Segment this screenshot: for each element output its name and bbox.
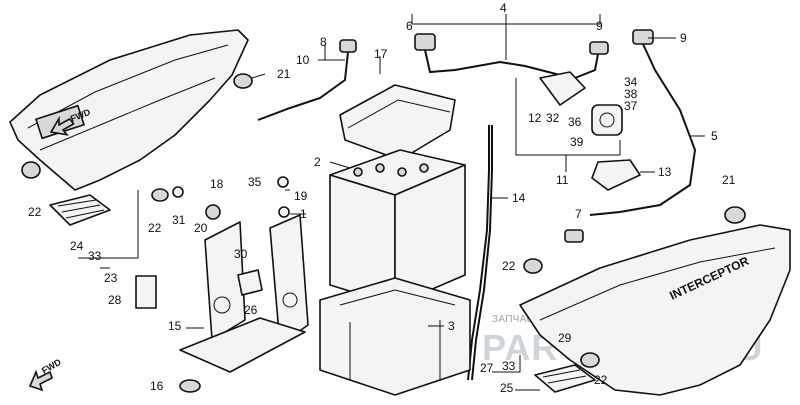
left-side-cover (9, 29, 249, 191)
fwd-label-bottom: FWD (40, 357, 63, 376)
callout-27: 27 (480, 361, 494, 375)
grommet-22-lower (580, 352, 600, 368)
nut-1 (278, 206, 290, 218)
leader-lines (78, 14, 705, 391)
callout-21-left: 21 (277, 67, 291, 81)
breather-tube (467, 125, 493, 381)
callout-22-mid: 22 (148, 221, 162, 235)
callout-32: 32 (546, 111, 560, 125)
starter-relay (539, 71, 641, 191)
callout-14: 14 (512, 191, 526, 205)
callout-17: 17 (374, 47, 388, 61)
callout-34: 34 (624, 75, 638, 89)
washer-18 (205, 204, 221, 220)
callout-4: 4 (500, 1, 507, 15)
callout-2: 2 (314, 155, 321, 169)
callout-3: 3 (448, 319, 455, 333)
negative-cable (257, 39, 357, 121)
grommet-21-left (233, 73, 253, 89)
pad-26 (237, 269, 263, 296)
grommet-22-left (21, 161, 41, 179)
callout-labels: 4 6 9 8 10 17 21 9 34 38 37 12 32 36 39 … (28, 1, 736, 395)
rubber-16 (179, 379, 201, 393)
callout-11: 11 (556, 173, 569, 187)
callout-38: 38 (624, 87, 638, 101)
battery-cover (339, 84, 456, 161)
grommet-22-mid (151, 188, 169, 202)
callout-36: 36 (568, 115, 582, 129)
callout-15: 15 (168, 319, 182, 333)
callout-12: 12 (528, 111, 542, 125)
bolt-35 (277, 176, 289, 188)
callout-22-lower: 22 (594, 373, 608, 387)
callout-39: 39 (570, 135, 584, 149)
callout-6: 6 (406, 19, 413, 33)
callout-5: 5 (711, 129, 718, 143)
fwd-arrow-icon (28, 369, 53, 392)
grommet-21-right (724, 206, 746, 224)
callout-1: 1 (300, 207, 307, 221)
grommet-22-right (523, 258, 543, 274)
callout-28: 28 (108, 293, 122, 307)
callout-31: 31 (172, 213, 186, 227)
fwd-arrow-icon (49, 115, 75, 136)
callout-37: 37 (624, 99, 638, 113)
callout-24: 24 (70, 239, 84, 253)
label-28 (135, 275, 157, 309)
callout-26: 26 (244, 303, 258, 317)
cable-5 (564, 29, 697, 243)
callout-20: 20 (194, 221, 208, 235)
callout-21-right: 21 (722, 173, 736, 187)
callout-33-left: 33 (88, 249, 102, 263)
callout-25: 25 (500, 381, 514, 395)
callout-35: 35 (248, 175, 262, 189)
right-mesh-plate (534, 364, 596, 393)
battery-bracket (179, 214, 309, 373)
left-mesh-plate (49, 194, 111, 226)
callout-22-right: 22 (502, 259, 516, 273)
callout-9-top: 9 (596, 19, 603, 33)
collar-31 (172, 186, 184, 198)
callout-29: 29 (558, 331, 572, 345)
callout-23: 23 (104, 271, 118, 285)
callout-19: 19 (294, 189, 308, 203)
callout-33-right: 33 (502, 359, 516, 373)
callout-10: 10 (296, 53, 310, 67)
callout-22-left: 22 (28, 205, 42, 219)
callout-13: 13 (658, 165, 672, 179)
fwd-arrow-bottom: FWD (28, 357, 63, 392)
battery (329, 149, 466, 306)
battery-case (319, 277, 471, 396)
callout-8: 8 (320, 35, 327, 49)
callout-16: 16 (150, 379, 164, 393)
callout-7: 7 (575, 207, 582, 221)
positive-cable (414, 33, 609, 79)
callout-9-right: 9 (680, 31, 687, 45)
callout-18: 18 (210, 177, 224, 191)
callout-30: 30 (234, 247, 248, 261)
